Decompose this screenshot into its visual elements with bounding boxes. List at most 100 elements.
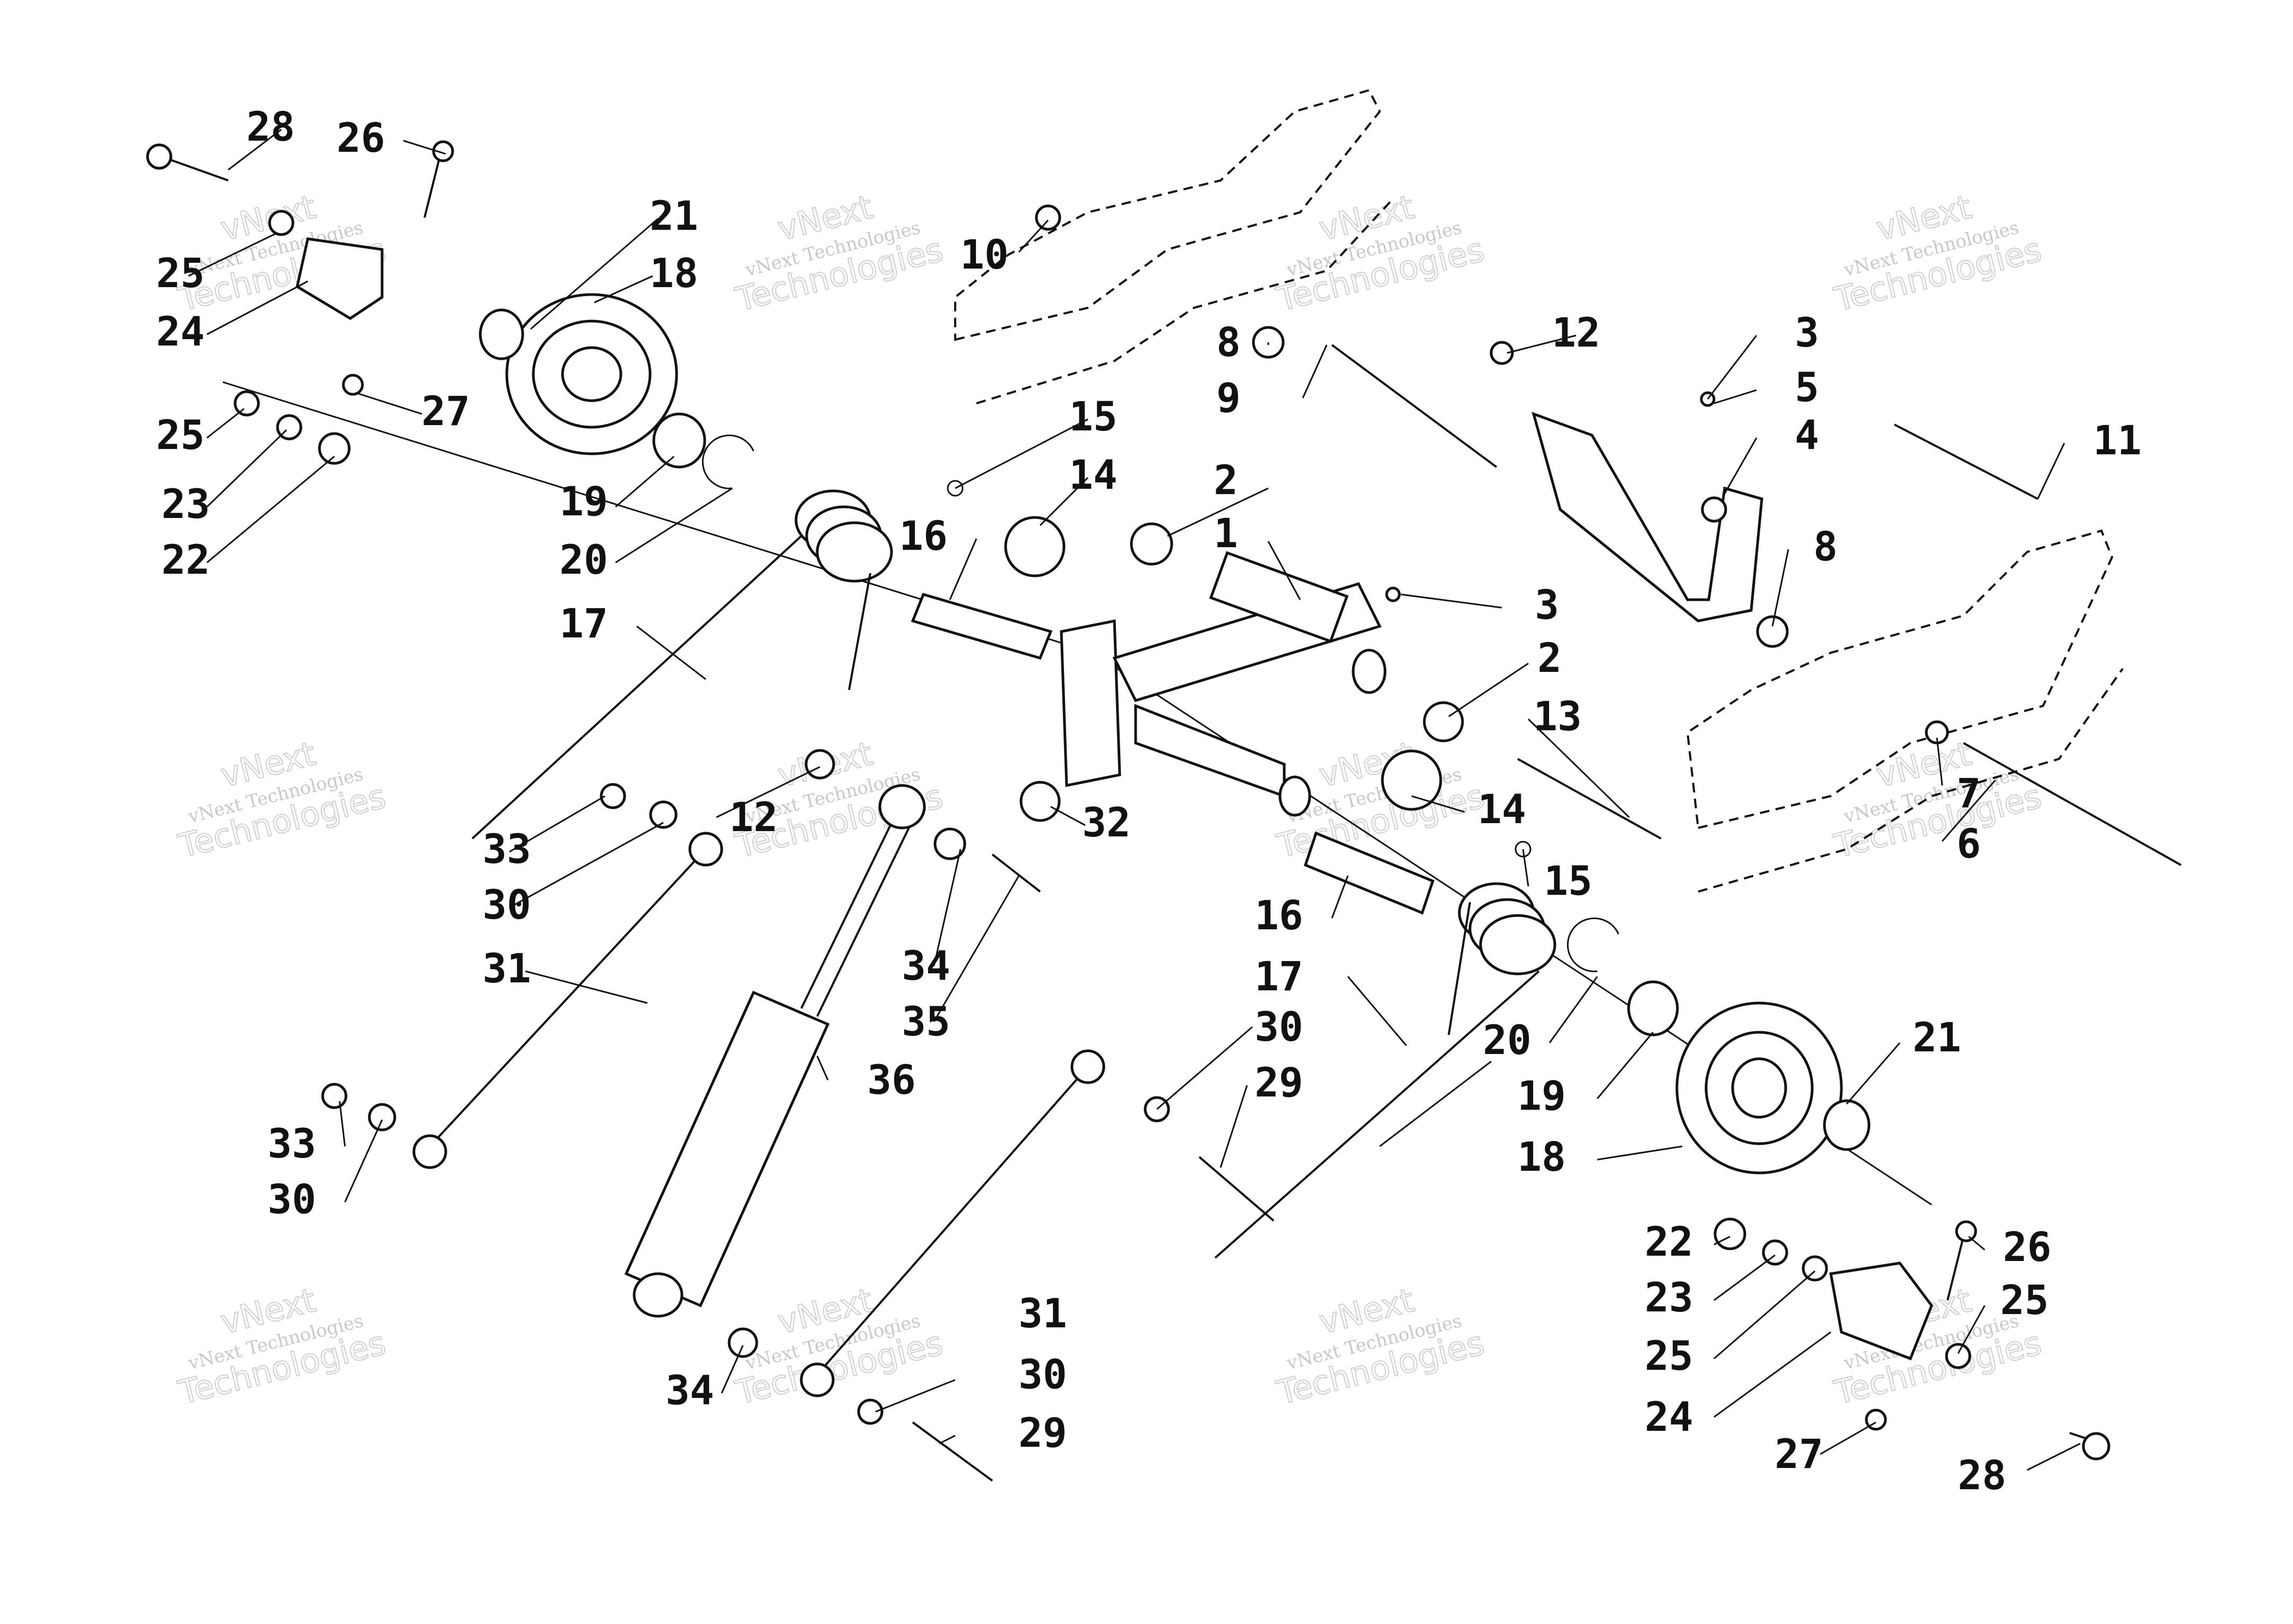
shock-absorber xyxy=(624,784,926,1318)
link-end xyxy=(800,1362,835,1397)
part-number-label: 17 xyxy=(559,600,608,647)
part-number-label: 13 xyxy=(1533,693,1582,740)
tube-16-right xyxy=(1303,831,1435,915)
watermark: vNext vNext Technologies Technologies xyxy=(731,187,947,319)
bearing-right-19 xyxy=(1627,980,1679,1036)
part-number-label: 29 xyxy=(1254,1059,1303,1106)
bolt-26-head-left xyxy=(432,140,454,162)
link-arm-31-right xyxy=(816,1066,1089,1376)
part-number-label: 20 xyxy=(1483,1016,1531,1064)
part-number-label: 34 xyxy=(902,942,950,989)
part-number-label: 24 xyxy=(156,308,205,355)
part-number-label: 15 xyxy=(1069,393,1118,440)
part-number-label: 10 xyxy=(960,231,1009,278)
spacer-30-d xyxy=(857,1398,884,1425)
part-number-label: 22 xyxy=(1645,1218,1693,1265)
bushing-14-upper xyxy=(1004,516,1066,577)
part-number-label: 25 xyxy=(156,411,205,459)
part-number-label: 18 xyxy=(1517,1133,1566,1180)
bolt-29-upper xyxy=(1198,1156,1275,1222)
part-number-label: 27 xyxy=(1775,1430,1823,1478)
part-number-label: 21 xyxy=(1913,1014,1961,1061)
part-number-label: 23 xyxy=(161,480,210,528)
part-number-label: 11 xyxy=(2093,417,2142,464)
link-end xyxy=(412,1134,447,1169)
part-number-label: 20 xyxy=(559,536,608,583)
nut-27-left xyxy=(342,374,364,396)
part-number-label: 25 xyxy=(1645,1332,1693,1379)
part-number-label: 25 xyxy=(156,249,205,297)
washer-23-right xyxy=(1762,1239,1788,1266)
center-frame xyxy=(1060,551,1387,817)
part-number-label: 33 xyxy=(482,825,531,873)
end-bracket-right xyxy=(1829,1236,2102,1445)
part-number-label: 35 xyxy=(902,998,950,1045)
spacer-34-upper xyxy=(933,827,966,860)
parts-drawing xyxy=(146,89,2182,1482)
part-number-label: 5 xyxy=(1795,364,1819,411)
part-number-callouts: 1 2 2 3 3 4 5 6 7 8 8 9 10 11 12 12 13 1… xyxy=(156,103,2142,1499)
clip-15-lower xyxy=(1515,841,1531,858)
spacer-2-lower xyxy=(1423,701,1464,742)
grease-fitting-3-lower xyxy=(1385,586,1401,602)
rail-outline-upper xyxy=(954,89,1391,404)
part-number-label: 12 xyxy=(1552,309,1600,356)
bolt-26-head-right xyxy=(1955,1220,1977,1242)
part-number-label: 9 xyxy=(1216,374,1241,421)
part-number-label: 25 xyxy=(2000,1276,2049,1324)
link-end xyxy=(688,832,723,867)
link-arm-31-left xyxy=(429,848,707,1147)
leader-lines xyxy=(188,128,2081,1471)
washer-25-d xyxy=(1945,1343,1971,1369)
part-number-label: 36 xyxy=(867,1056,916,1103)
bolt-29-lower xyxy=(912,1421,993,1482)
shaft-13 xyxy=(1517,758,1662,840)
bolt-28-head-right xyxy=(2082,1432,2110,1461)
part-number-label: 16 xyxy=(899,512,948,559)
part-number-label: 8 xyxy=(1216,318,1241,366)
part-number-label: 3 xyxy=(1795,309,1819,356)
part-number-label: 6 xyxy=(1957,820,1981,867)
spring-left xyxy=(471,489,893,840)
part-number-label: 2 xyxy=(1214,456,1238,504)
spacer-30-a xyxy=(649,800,678,829)
part-number-label: 26 xyxy=(336,114,385,161)
part-number-label: 28 xyxy=(246,103,295,150)
spacer-30-b xyxy=(368,1103,396,1131)
part-number-label: 4 xyxy=(1795,411,1819,459)
part-number-label: 30 xyxy=(1018,1351,1067,1398)
washer-25-c xyxy=(1802,1255,1828,1282)
nut-33-lower xyxy=(321,1083,348,1109)
part-number-label: 24 xyxy=(1645,1393,1693,1440)
part-number-label: 28 xyxy=(1958,1452,2006,1499)
part-number-label: 18 xyxy=(650,249,698,297)
watermark: vNext vNext Technologies Technologies xyxy=(1273,187,1489,319)
upper-bracket xyxy=(1531,411,1763,623)
part-number-label: 12 xyxy=(729,793,778,841)
part-number-label: 14 xyxy=(1477,785,1526,833)
plug-22-right xyxy=(1714,1217,1746,1250)
nut-33-upper xyxy=(600,783,626,809)
part-number-label: 8 xyxy=(1813,523,1838,570)
bolt-6 xyxy=(1963,742,2182,866)
part-number-label: 30 xyxy=(267,1176,316,1223)
spacer-32 xyxy=(1019,781,1061,822)
watermark: vNext vNext Technologies Technologies xyxy=(1830,187,2046,319)
spacer-8-lower xyxy=(1756,615,1789,648)
tube-16-left xyxy=(911,592,1053,660)
snap-ring-20-left xyxy=(702,434,755,489)
part-number-label: 34 xyxy=(665,1367,714,1414)
plug-22-left xyxy=(318,432,351,465)
washer-25-b xyxy=(233,390,260,417)
part-number-label: 19 xyxy=(559,478,608,525)
watermark: vNext vNext Technologies Technologies xyxy=(174,1280,390,1413)
bearing-right-21 xyxy=(1823,1099,1871,1151)
part-number-label: 15 xyxy=(1544,857,1593,904)
part-number-label: 19 xyxy=(1517,1072,1566,1119)
part-number-label: 2 xyxy=(1537,634,1562,681)
shaft-9 xyxy=(1331,344,1498,468)
link-end xyxy=(1070,1049,1105,1084)
bushing-14-lower xyxy=(1381,749,1442,811)
spacer-34-lower xyxy=(728,1327,758,1358)
